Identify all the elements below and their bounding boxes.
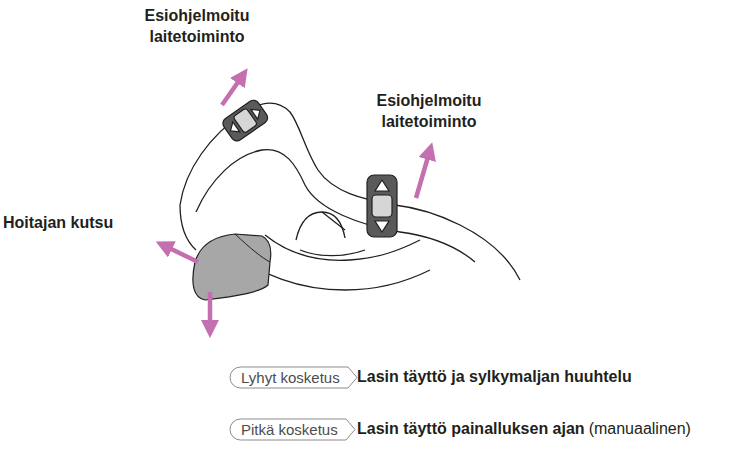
- action-text: Lasin täyttö ja sylkymaljan huuhtelu: [357, 367, 632, 388]
- action-text: Lasin täyttö painalluksen ajan: [357, 419, 585, 440]
- touch-tag: Lyhyt kosketus: [229, 366, 358, 389]
- callout-label: Esiohjelmoitu laitetoiminto: [132, 6, 262, 48]
- action-text: (manuaalinen): [589, 419, 691, 440]
- touch-type: Lyhyt kosketus: [229, 366, 358, 389]
- touch-tag: Pitkä kosketus: [229, 418, 356, 441]
- callout-label: Esiohjelmoitu laitetoiminto: [364, 91, 494, 133]
- callout-label: Hoitajan kutsu: [3, 213, 113, 234]
- touch-type: Pitkä kosketus: [229, 418, 356, 441]
